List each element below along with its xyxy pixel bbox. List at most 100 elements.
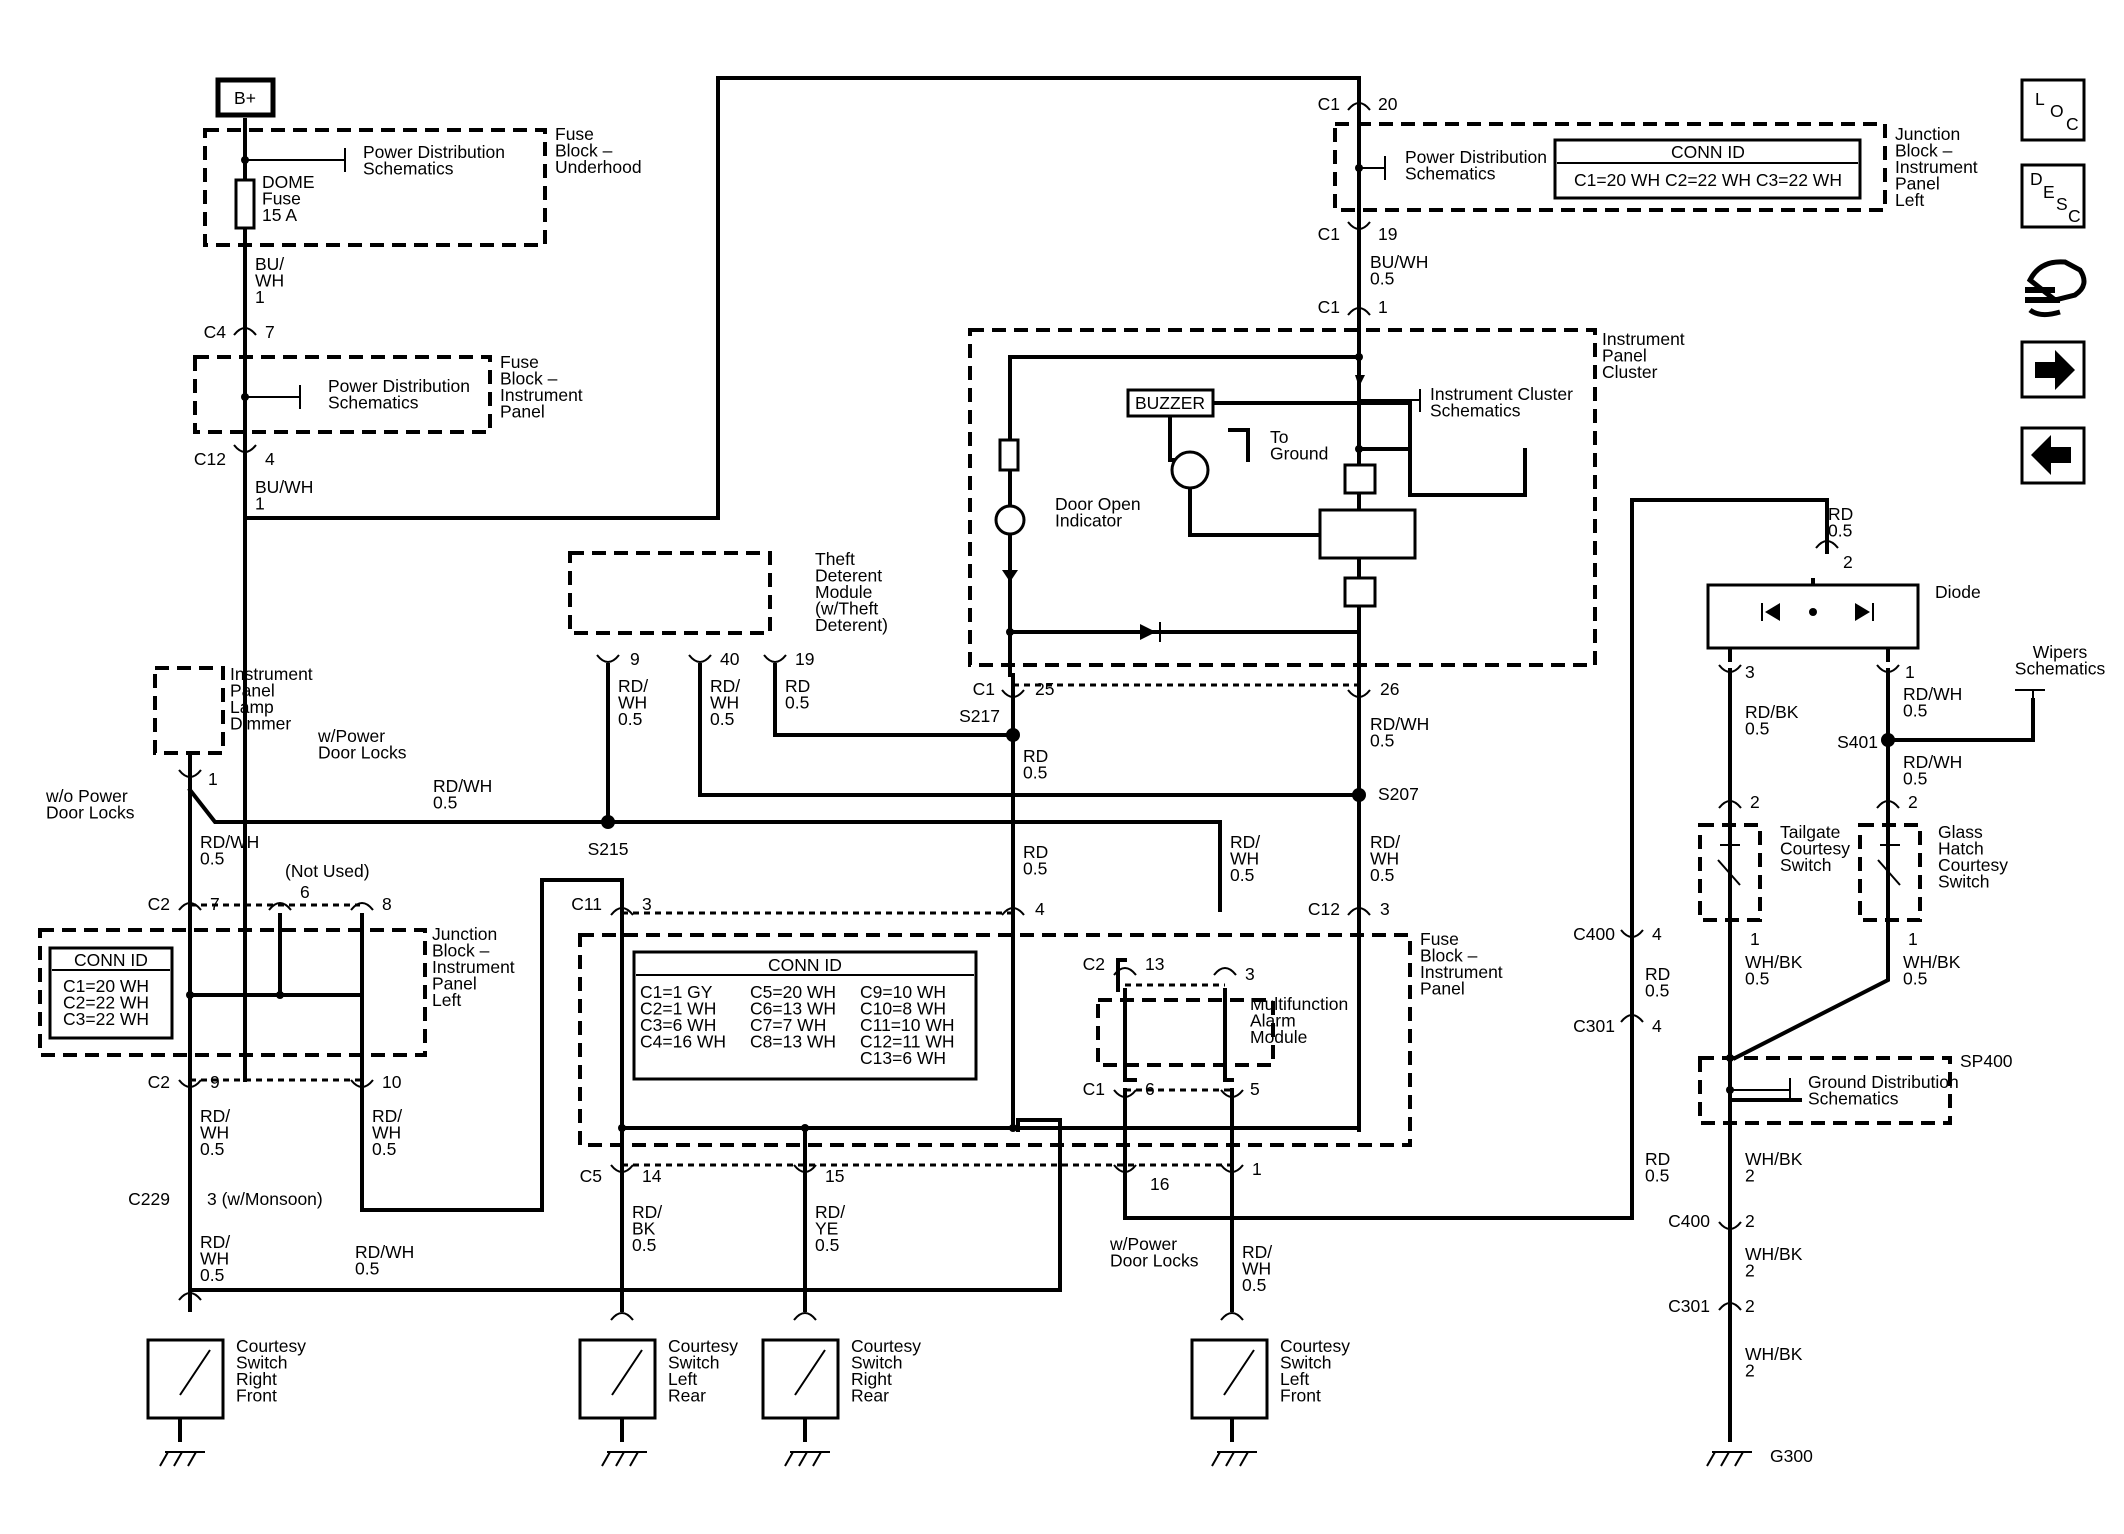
- battery-label: B+: [234, 88, 256, 108]
- c301-2-id: C301: [1668, 1296, 1710, 1316]
- c2-8-pin: 8: [382, 894, 392, 914]
- c1-6-pin: 6: [1145, 1079, 1155, 1099]
- c2-7-pin: 7: [210, 894, 220, 914]
- c5-1-pin: 1: [1252, 1159, 1262, 1179]
- link-tabs: [245, 148, 2045, 1102]
- not-used-note: (Not Used): [285, 861, 370, 881]
- splice-s401: S401: [1837, 732, 1878, 752]
- tdm-9-pin: 9: [630, 649, 640, 669]
- switch-bodies: [146, 844, 1901, 1420]
- c11-4-pin: 4: [1035, 899, 1045, 919]
- c1-1-id: C1: [1318, 297, 1340, 317]
- battery-box: [215, 77, 276, 118]
- buzzer-label: BUZZER: [1135, 393, 1205, 413]
- c1-25-pin: 25: [1035, 679, 1054, 699]
- jb-top-conn-id: C1=20 WH C2=22 WH C3=22 WH: [1574, 170, 1842, 190]
- c12-4-id: C12: [194, 449, 226, 469]
- c2-6-pin: 6: [300, 882, 310, 902]
- c301-2-pin: 2: [1745, 1296, 1755, 1316]
- gh-2-pin: 2: [1908, 792, 1918, 812]
- buzzer-box: [1126, 388, 1215, 418]
- cluster-processor: [1318, 508, 1417, 560]
- c4-7-id: C4: [204, 322, 227, 342]
- buzzer-transistor: [1170, 450, 1210, 490]
- wires: [178, 76, 2035, 1442]
- c400-2-id: C400: [1668, 1211, 1710, 1231]
- loc-button[interactable]: L O C: [2020, 78, 2086, 142]
- ground-g300-label: G300: [1770, 1446, 1813, 1466]
- tdm-19-pin: 19: [795, 649, 814, 669]
- c1-25-id: C1: [973, 679, 995, 699]
- tdm-40-pin: 40: [720, 649, 740, 669]
- desc-button[interactable]: D E S C: [2020, 163, 2086, 229]
- desc-letter-e: E: [2043, 182, 2055, 202]
- loc-letter-o: O: [2050, 101, 2064, 121]
- tg-2-pin: 2: [1750, 792, 1760, 812]
- cluster-resistor-1: [1343, 463, 1377, 495]
- c5-14-pin: 14: [642, 1166, 662, 1186]
- desc-letter-c: C: [2068, 206, 2081, 226]
- dimmer-1-pin: 1: [208, 769, 218, 789]
- jb-left-conn-title: CONN ID: [74, 950, 148, 970]
- previous-page-button[interactable]: [2020, 426, 2086, 485]
- diode-label: Diode: [1935, 582, 1981, 602]
- diode-symbols: [1140, 375, 1874, 642]
- c1-26-pin: 26: [1380, 679, 1399, 699]
- connector-view-icon[interactable]: [2025, 259, 2087, 318]
- jb-top-conn-title: CONN ID: [1671, 142, 1745, 162]
- next-page-button[interactable]: [2020, 340, 2086, 399]
- c301-4-id: C301: [1573, 1016, 1615, 1036]
- splice-sp400: SP400: [1960, 1051, 2013, 1071]
- c229-id: C229: [128, 1189, 170, 1209]
- c1-20-pin: 20: [1378, 94, 1398, 114]
- conn-id-box-main: [632, 950, 978, 1081]
- c400-4-id: C400: [1573, 924, 1615, 944]
- c11-3-pin: 3: [642, 894, 652, 914]
- c12-3-pin: 3: [1380, 899, 1390, 919]
- c5-14-id: C5: [580, 1166, 602, 1186]
- c2-9-id: C2: [148, 1072, 170, 1092]
- connector-cups: [178, 102, 1900, 1321]
- loc-letter-c: C: [2066, 114, 2079, 134]
